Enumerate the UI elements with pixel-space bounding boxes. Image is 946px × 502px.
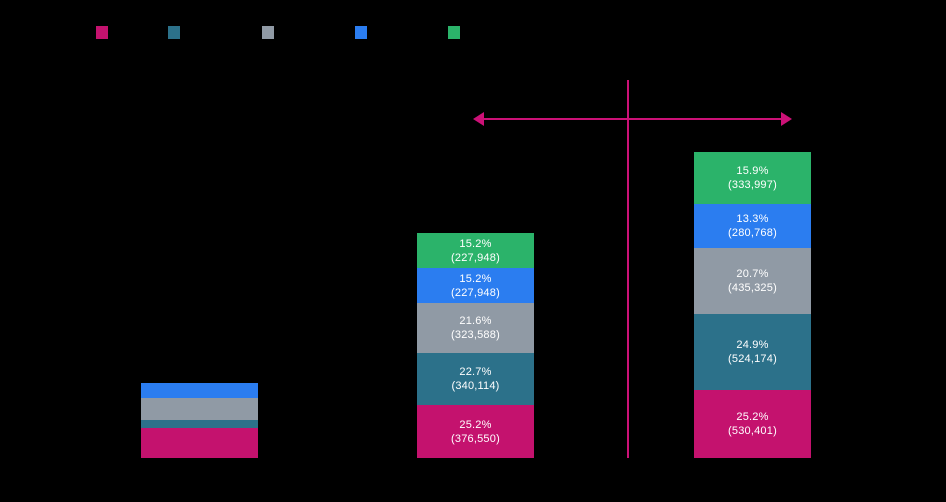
- segment-labels: 13.3% (280,768): [728, 212, 777, 240]
- vertical-reference-line: [627, 80, 629, 458]
- bar-right-segment-blue[interactable]: 13.3% (280,768): [694, 204, 811, 248]
- bar-left-segment-blue[interactable]: [141, 383, 258, 398]
- segment-value: (376,550): [451, 432, 500, 445]
- segment-labels: 25.2%(376,550): [451, 418, 500, 446]
- segment-value: (333,997): [728, 179, 777, 191]
- segment-labels: 15.9% (333,997): [728, 164, 777, 192]
- legend-item-2[interactable]: [262, 24, 281, 40]
- legend-swatch-square: [355, 25, 367, 39]
- segment-percent: 15.2%: [459, 272, 492, 285]
- bar-middle[interactable]: 15.2%(227,948)15.2%(227,948)21.6%(323,58…: [417, 233, 534, 458]
- bar-middle-segment-teal[interactable]: 22.7% (340,114): [417, 353, 534, 405]
- segment-value: (435,325): [728, 282, 777, 294]
- segment-percent: 24.9%: [736, 339, 769, 351]
- bar-left-segment-gray[interactable]: [141, 398, 258, 420]
- segment-value: (524,174): [728, 353, 777, 365]
- segment-percent: 21.6%: [459, 315, 492, 327]
- segment-labels: 21.6% (323,588): [451, 314, 500, 342]
- span-arrow-head-right-icon: [781, 112, 792, 126]
- bar-right-segment-teal[interactable]: 24.9% (524,174): [694, 314, 811, 390]
- legend-item-3[interactable]: [355, 24, 374, 40]
- segment-labels: 15.2%(227,948): [451, 237, 500, 265]
- segment-value: (530,401): [728, 425, 777, 437]
- segment-percent: 25.2%: [459, 418, 492, 431]
- segment-percent: 13.3%: [736, 213, 769, 225]
- segment-percent: 20.7%: [736, 268, 769, 280]
- bar-left-segment-teal[interactable]: [141, 420, 258, 428]
- legend-swatch-square: [96, 25, 108, 39]
- bar-left[interactable]: [141, 383, 258, 458]
- chart-legend: [0, 0, 946, 60]
- segment-value: (227,948): [451, 286, 500, 299]
- segment-labels: 15.2%(227,948): [451, 272, 500, 300]
- bar-middle-segment-green[interactable]: 15.2%(227,948): [417, 233, 534, 268]
- legend-item-4[interactable]: [448, 24, 467, 40]
- bar-middle-segment-gray[interactable]: 21.6% (323,588): [417, 303, 534, 353]
- span-arrow-line: [481, 118, 784, 120]
- segment-percent: 15.2%: [459, 237, 492, 250]
- segment-labels: 22.7% (340,114): [451, 365, 499, 393]
- bar-left-segment-pink[interactable]: [141, 428, 258, 458]
- bar-right-segment-pink[interactable]: 25.2% (530,401): [694, 390, 811, 458]
- segment-value: (227,948): [451, 251, 500, 264]
- segment-labels: 25.2% (530,401): [728, 410, 777, 438]
- bar-right-segment-gray[interactable]: 20.7% (435,325): [694, 248, 811, 314]
- bar-middle-segment-pink[interactable]: 25.2%(376,550): [417, 405, 534, 458]
- segment-percent: 25.2%: [736, 411, 769, 423]
- segment-labels: 20.7% (435,325): [728, 267, 777, 295]
- legend-swatch-square: [168, 25, 180, 39]
- bar-right[interactable]: 15.9% (333,997) 13.3% (280,768) 20.7% (435,32…: [694, 152, 811, 458]
- legend-item-1[interactable]: [168, 24, 187, 40]
- segment-value: (323,588): [451, 329, 500, 341]
- segment-value: (340,114): [451, 380, 500, 392]
- bar-right-segment-green[interactable]: 15.9% (333,997): [694, 152, 811, 204]
- legend-item-0[interactable]: [96, 24, 115, 40]
- segment-percent: 15.9%: [736, 165, 769, 177]
- legend-swatch-square: [262, 25, 274, 39]
- bar-middle-segment-blue[interactable]: 15.2%(227,948): [417, 268, 534, 303]
- segment-value: (280,768): [728, 227, 777, 239]
- segment-percent: 22.7%: [459, 366, 492, 378]
- segment-labels: 24.9% (524,174): [728, 338, 777, 366]
- legend-swatch-square: [448, 25, 460, 39]
- span-arrow-head-left-icon: [473, 112, 484, 126]
